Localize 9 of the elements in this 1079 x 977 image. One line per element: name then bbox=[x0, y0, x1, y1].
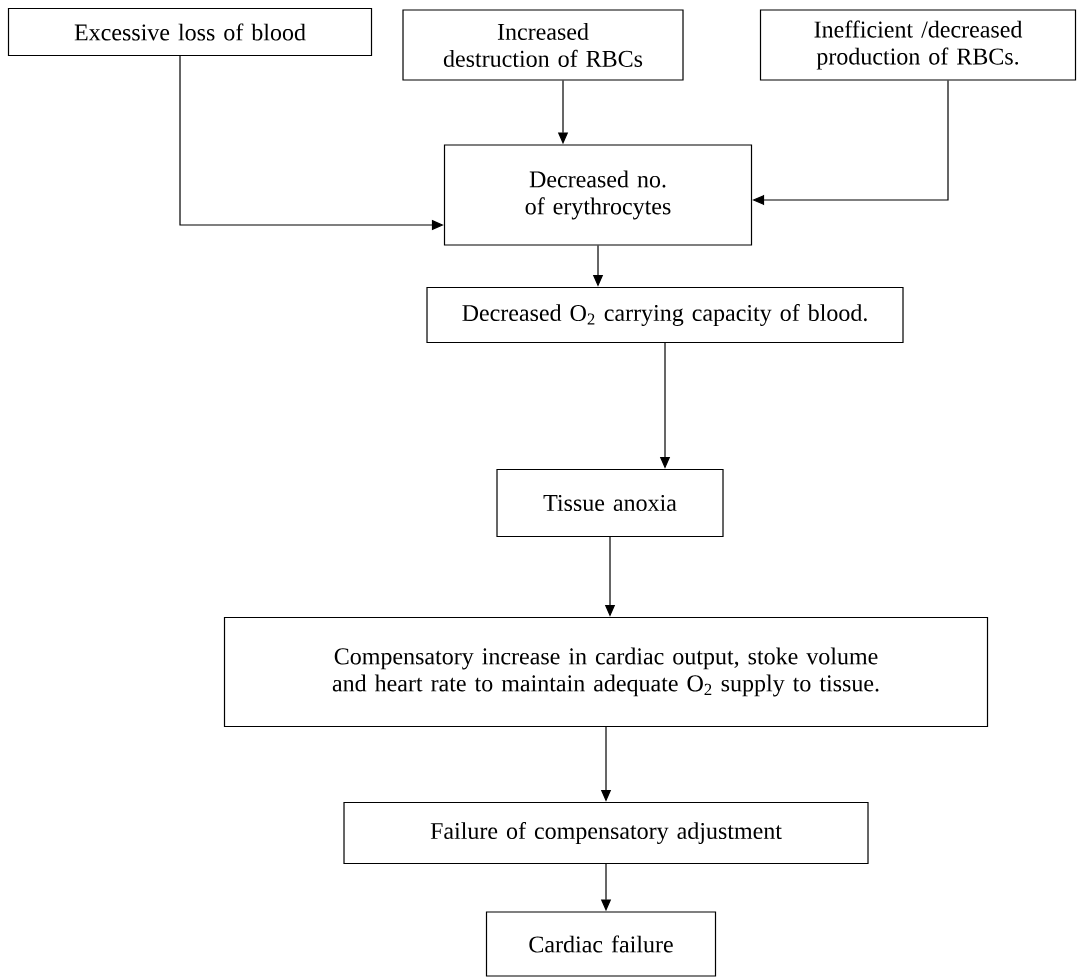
process-box: Tissue anoxia bbox=[496, 468, 724, 538]
process-box: Compensatory increase in cardiac output, stoke volume and heart rate to maintain adequate O$_{2}$ supply to tissue. bbox=[223, 616, 989, 728]
process-box: Cardiac failure bbox=[485, 911, 717, 977]
process-box: Decreased O$_{2}$ carrying capacity of blood. bbox=[426, 286, 904, 344]
process-box: Increased destruction of RBCs bbox=[402, 9, 684, 81]
process-box: Inefficient /decreased production of RBCs. bbox=[759, 9, 1077, 81]
process-box: Decreased no. of erythrocytes bbox=[443, 144, 753, 246]
process-box: Failure of compensatory adjustment bbox=[343, 801, 869, 865]
process-box: Excessive loss of blood bbox=[7, 7, 373, 57]
